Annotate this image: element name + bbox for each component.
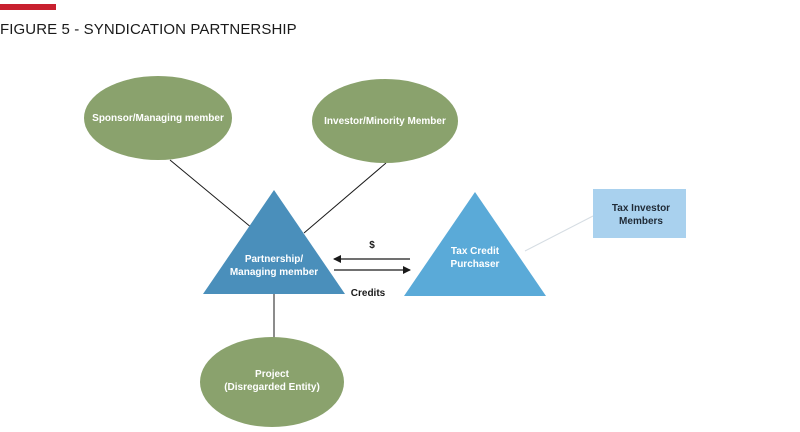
project-label-line2: (Disregarded Entity) (224, 382, 320, 393)
sponsor-label: Sponsor/Managing member (92, 113, 224, 124)
credits-label: Credits (351, 288, 386, 299)
purchaser-label-line2: Purchaser (451, 259, 500, 270)
investor-node: Investor/Minority Member (312, 79, 458, 163)
money-label: $ (369, 240, 375, 251)
connector-sponsor-partnership (169, 159, 259, 234)
accent-bar (0, 4, 56, 10)
purchaser-triangle (404, 192, 546, 296)
figure-title: FIGURE 5 - SYNDICATION PARTNERSHIP (0, 21, 297, 38)
purchaser-node: Tax Credit Purchaser (404, 192, 546, 296)
tax-investors-node: Tax Investor Members (593, 189, 686, 238)
connector-investor-partnership (303, 162, 387, 234)
project-label-line1: Project (255, 369, 290, 380)
project-ellipse (200, 337, 344, 427)
partnership-triangle (203, 190, 345, 294)
project-node: Project (Disregarded Entity) (200, 337, 344, 427)
connector-purchaser-tax-investors (524, 215, 594, 252)
investor-label: Investor/Minority Member (324, 116, 446, 127)
partnership-node: Partnership/ Managing member (203, 190, 345, 294)
investor-ellipse (312, 79, 458, 163)
partnership-label-line2: Managing member (230, 267, 318, 278)
tax-investors-label-line1: Tax Investor (612, 203, 670, 214)
tax-investors-label-line2: Members (619, 216, 663, 227)
tax-investors-box (593, 189, 686, 238)
sponsor-node: Sponsor/Managing member (84, 76, 232, 160)
purchaser-label-line1: Tax Credit (451, 246, 500, 257)
partnership-label-line1: Partnership/ (245, 254, 304, 265)
sponsor-ellipse (84, 76, 232, 160)
